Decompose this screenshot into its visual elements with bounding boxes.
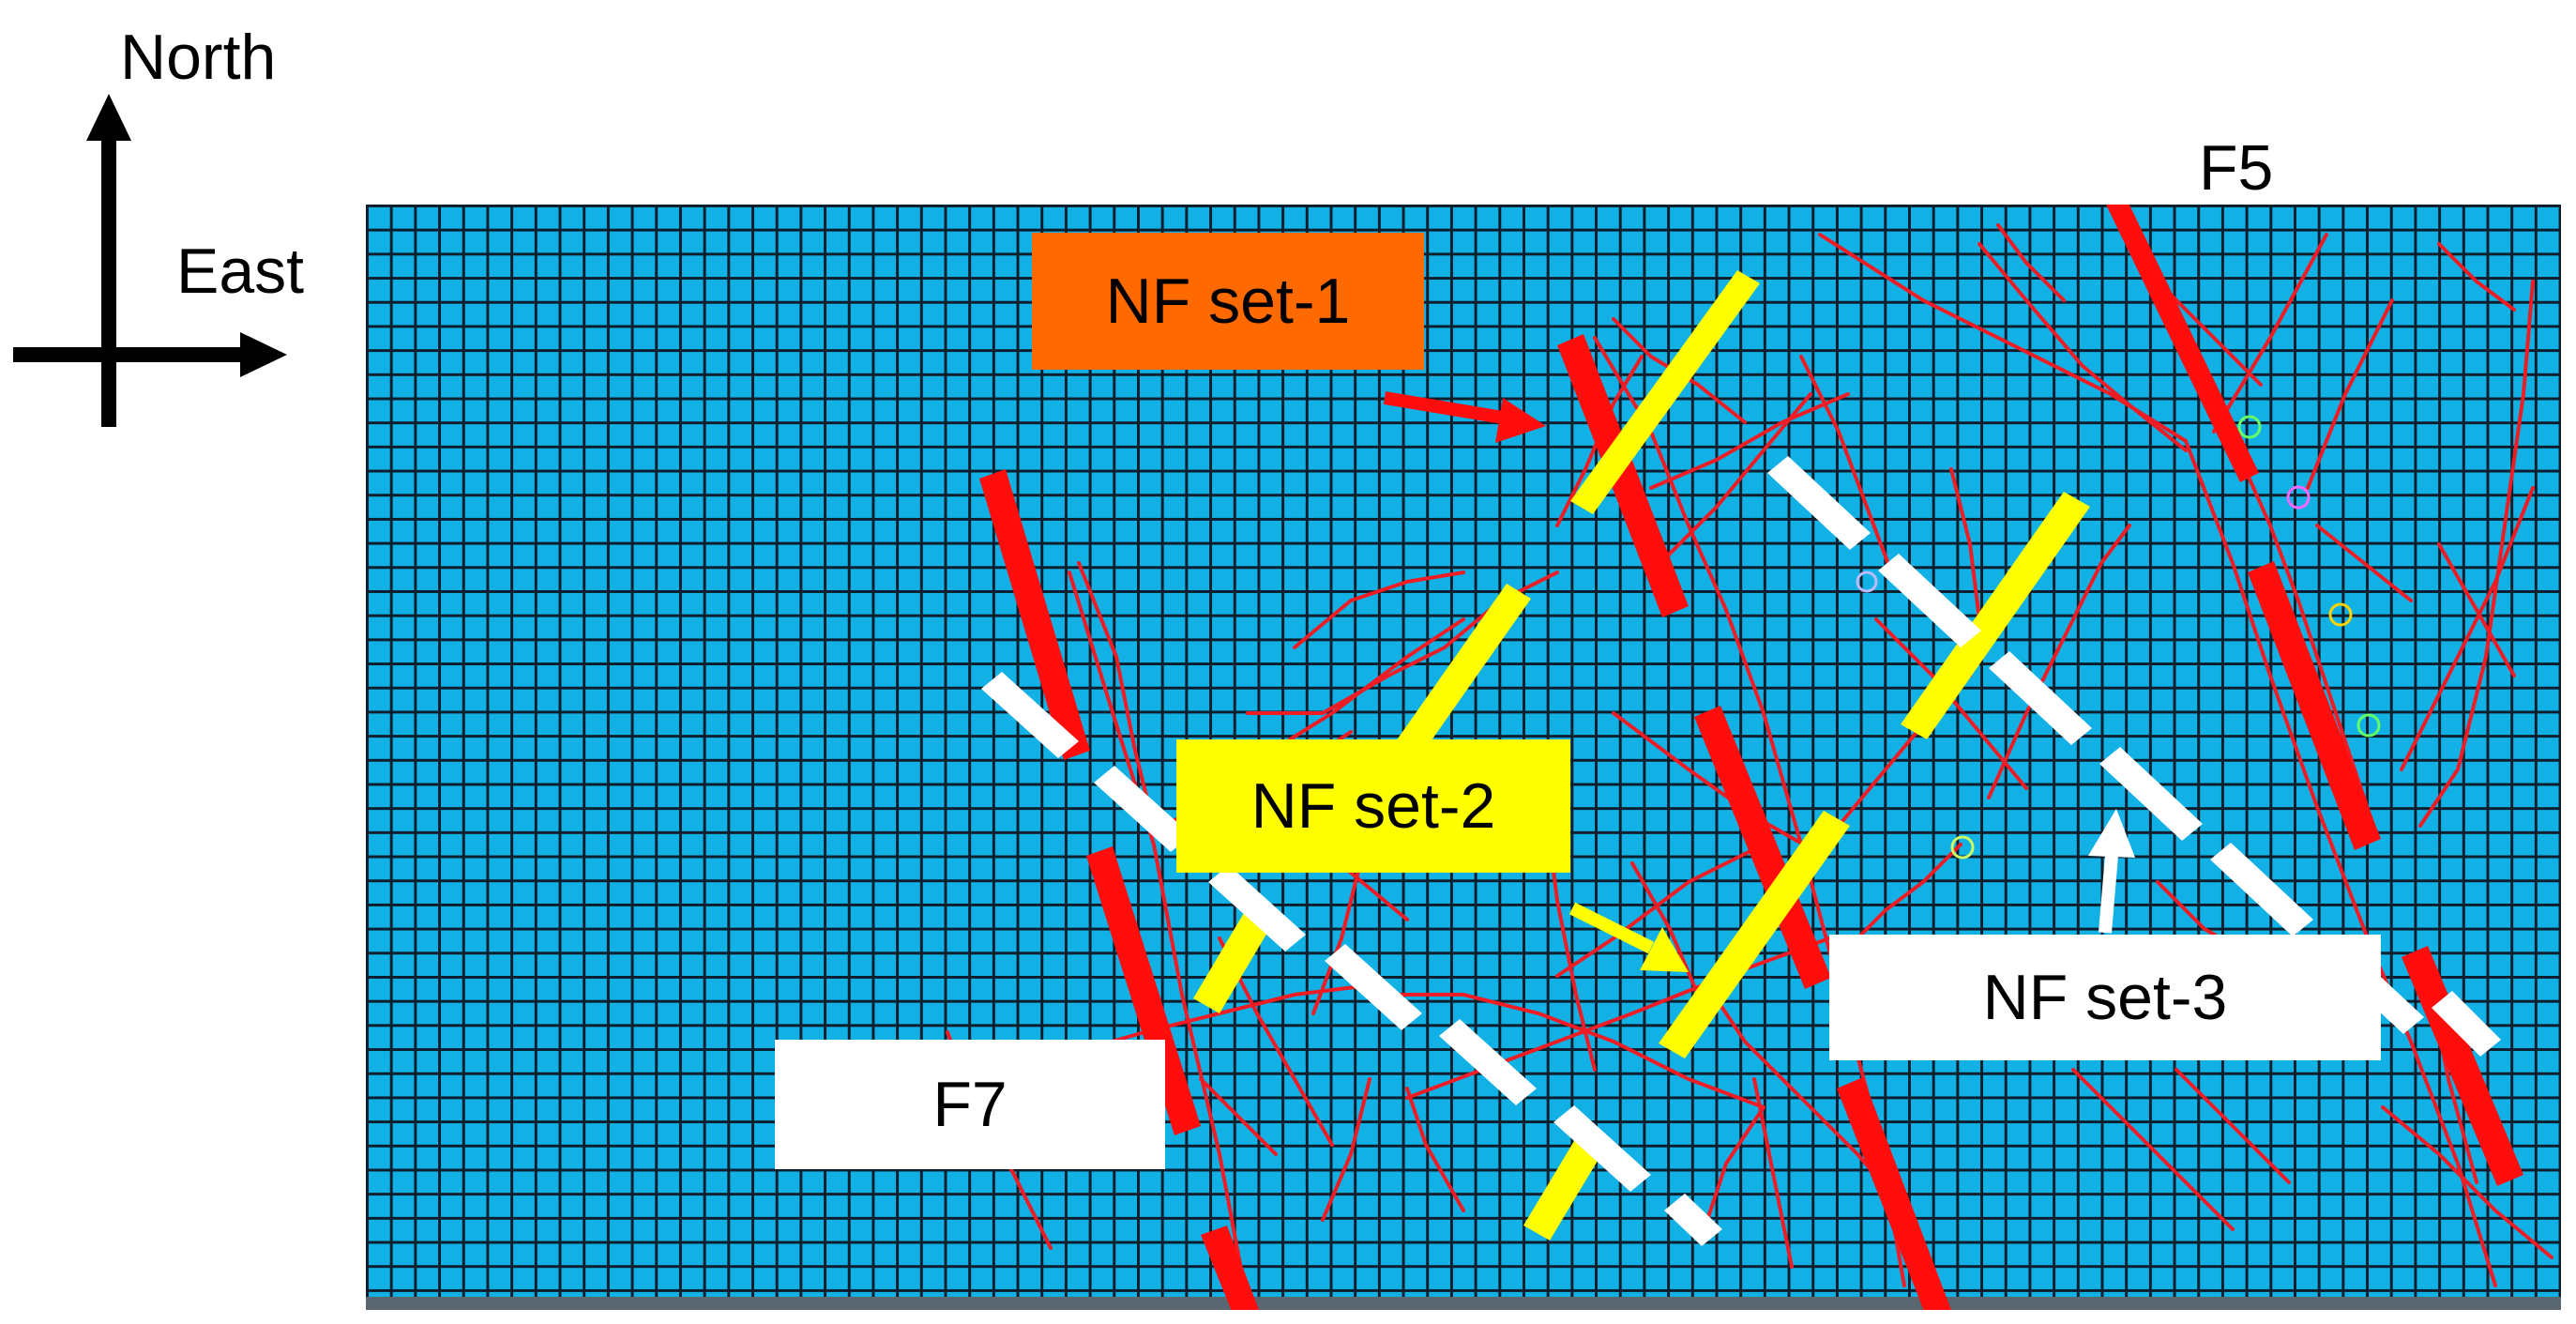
fracture-trace bbox=[1996, 223, 2066, 302]
nf-set2-bar bbox=[1523, 1132, 1606, 1240]
nf-set1-label: NF set-1 bbox=[1032, 233, 1424, 370]
nf-set3-dash bbox=[981, 672, 1079, 758]
fracture-trace bbox=[1077, 561, 1156, 828]
east-arrowhead-icon bbox=[240, 332, 287, 377]
fracture-trace bbox=[2174, 1068, 2291, 1184]
well-marker-icon bbox=[2328, 602, 2353, 627]
nf-set3-dash bbox=[1325, 944, 1422, 1030]
nf-set3-dash bbox=[1208, 865, 1306, 951]
nf-set2-bar bbox=[1570, 270, 1760, 514]
fracture-trace bbox=[1612, 711, 1822, 856]
nf-set2-bar bbox=[1659, 811, 1850, 1058]
fracture-trace bbox=[1818, 233, 2188, 443]
well-marker-icon bbox=[2237, 415, 2262, 439]
nf-set2-arrow-line bbox=[1568, 902, 1655, 954]
nf-set2-label: NF set-2 bbox=[1176, 739, 1570, 873]
well-marker-icon bbox=[2356, 713, 2381, 738]
compass bbox=[13, 94, 287, 427]
fault-bar bbox=[2402, 946, 2523, 1186]
nf-set3-dash bbox=[1878, 554, 1981, 647]
fracture-trace bbox=[1068, 571, 1250, 1306]
nf-set2-arrow bbox=[1568, 902, 1689, 972]
nf-set3-dash bbox=[1094, 766, 1191, 852]
nf-set1-arrowhead-icon bbox=[1495, 398, 1546, 443]
fracture-trace bbox=[1987, 524, 2131, 799]
fracture-trace bbox=[2184, 439, 2497, 1287]
well-markers bbox=[1856, 415, 2381, 860]
nf-set2-bar bbox=[1901, 492, 2090, 739]
nf-set3-arrowhead-icon bbox=[2088, 809, 2135, 858]
nf-set3-dash bbox=[1767, 456, 1871, 550]
fracture-trace bbox=[1856, 843, 1962, 940]
fracture-trace bbox=[2315, 524, 2413, 602]
nf-set1-arrow bbox=[1383, 391, 1546, 443]
fracture-trace bbox=[2437, 242, 2516, 312]
north-arrowhead-icon bbox=[86, 94, 131, 141]
fracture-trace bbox=[1874, 617, 2028, 790]
fracture-trace bbox=[1752, 1077, 1794, 1269]
nf-set3-arrow-line bbox=[2099, 844, 2119, 934]
fault-f7-bar bbox=[1201, 1225, 1259, 1310]
fracture-trace bbox=[1630, 861, 1700, 997]
fracture-trace bbox=[2231, 439, 2375, 828]
fracture-trace bbox=[2437, 542, 2516, 677]
north-label: North bbox=[120, 22, 277, 93]
nf-set3-dash bbox=[2210, 843, 2313, 936]
grid-bottom-edge bbox=[366, 1297, 2561, 1310]
fault-bar bbox=[1557, 334, 1689, 617]
fault-bar bbox=[1694, 706, 1831, 989]
nf-set2-arrowhead-icon bbox=[1640, 927, 1689, 972]
fracture-trace bbox=[1321, 1077, 1371, 1222]
fracture-trace bbox=[1293, 571, 1465, 649]
fracture-trace bbox=[2418, 280, 2535, 828]
major-faults bbox=[979, 205, 2523, 1310]
well-marker-icon bbox=[2286, 485, 2311, 510]
nf-set3-label: NF set-3 bbox=[1829, 935, 2381, 1060]
fault-f7-bar bbox=[979, 469, 1090, 760]
fracture-trace bbox=[1405, 1087, 1465, 1212]
fracture-trace bbox=[1555, 843, 1765, 978]
fracture-trace bbox=[1705, 1105, 1765, 1222]
fault-bar bbox=[2248, 561, 2381, 850]
east-label: East bbox=[176, 236, 305, 307]
nf-set3-dash bbox=[2432, 991, 2501, 1057]
fault-f7-bar bbox=[1086, 846, 1201, 1135]
fault-bar bbox=[1837, 1077, 1951, 1310]
well-marker-icon bbox=[1856, 571, 1878, 593]
fault-f5-label: F5 bbox=[2199, 132, 2274, 204]
fracture-trace bbox=[1799, 355, 1897, 584]
nf-set3-dash bbox=[1439, 1019, 1537, 1105]
fault-f7-label: F7 bbox=[775, 1040, 1165, 1169]
nf-set3-dash bbox=[1989, 651, 2092, 745]
nf-set1-arrow-line bbox=[1383, 391, 1510, 425]
fracture-trace bbox=[2212, 233, 2328, 434]
fracture-trace bbox=[1199, 1077, 1278, 1156]
fracture-trace bbox=[2071, 1068, 2235, 1231]
fracture-trace bbox=[1255, 617, 1465, 762]
nf-set3-arrow bbox=[2088, 809, 2135, 934]
fracture-trace bbox=[1649, 392, 1850, 490]
fracture-trace bbox=[2400, 486, 2535, 771]
nf-set3-dash bbox=[1553, 1105, 1651, 1192]
fracture-trace bbox=[2381, 1105, 2553, 1259]
nf-set3-dash bbox=[1664, 1194, 1722, 1246]
fracture-trace bbox=[2306, 298, 2394, 490]
fracture-trace bbox=[1386, 993, 1765, 1109]
nf-set3-dash bbox=[2099, 747, 2203, 841]
fracture-trace bbox=[1405, 936, 1831, 1100]
fracture-trace bbox=[2156, 280, 2263, 387]
fault-f5-bar bbox=[2106, 205, 2259, 482]
fracture-trace bbox=[1977, 242, 2188, 452]
well-marker-icon bbox=[1950, 835, 1975, 860]
